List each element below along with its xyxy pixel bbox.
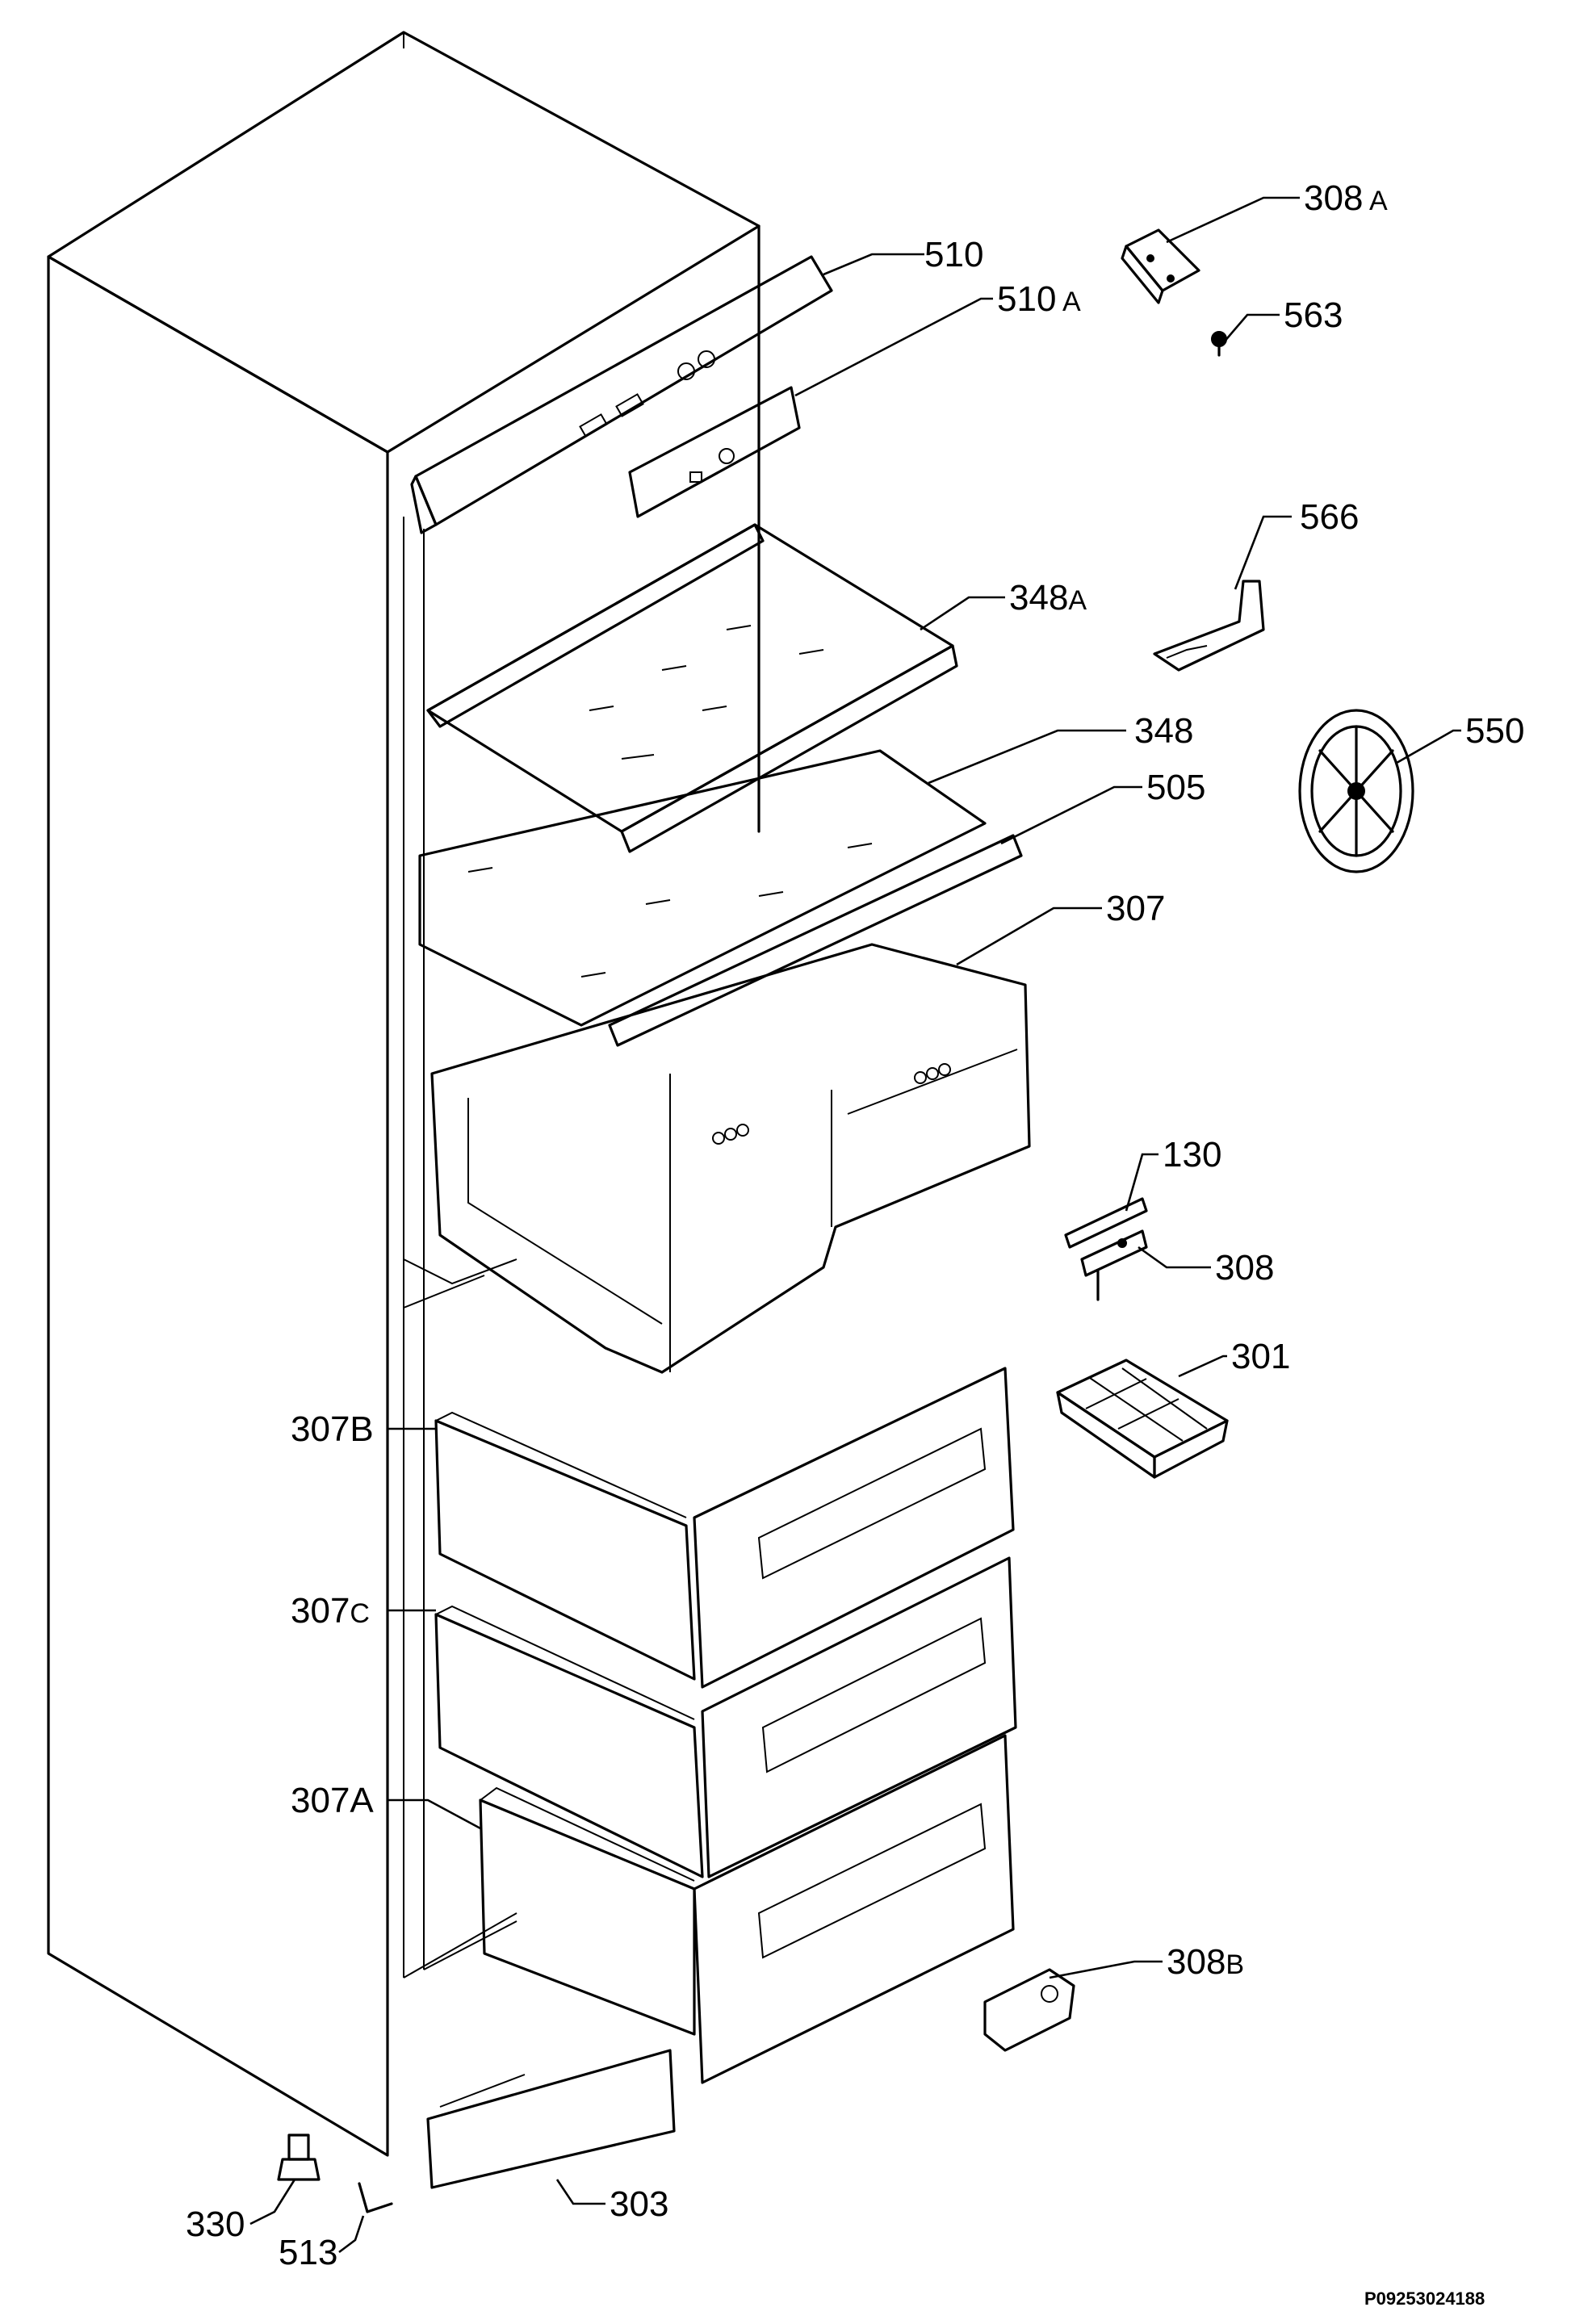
freezer-drawer-bottom <box>479 1734 1015 2084</box>
control-panel-frame <box>410 255 833 534</box>
callout-308A: 308 A <box>1304 178 1388 218</box>
shelf-trim <box>608 834 1023 1047</box>
fan-wheel <box>1298 709 1414 873</box>
ice-cube-tray <box>1056 1359 1229 1479</box>
callout-348A: 348A <box>1009 578 1087 618</box>
document-id: P09253024188 <box>1364 2288 1485 2309</box>
callout-505: 505 <box>1146 768 1205 807</box>
callout-510: 510 <box>924 235 983 274</box>
callout-307: 307 <box>1106 889 1165 928</box>
hinge-bottom <box>983 1968 1075 2052</box>
callout-566: 566 <box>1300 497 1359 537</box>
glass-shelf-upper <box>426 523 958 853</box>
hinge-bracket-top <box>1121 228 1200 304</box>
callout-labels: 510 510 A 308 A 563 566 348A 348 550 505… <box>186 178 1524 2272</box>
callout-307A: 307A <box>291 1781 374 1820</box>
plinth <box>426 2049 676 2189</box>
freezer-drawer-middle <box>434 1556 1017 1878</box>
callout-307C: 307C <box>291 1591 370 1631</box>
callout-308B: 308B <box>1167 1942 1244 1982</box>
hinge-lower <box>1064 1197 1148 1301</box>
adjustable-foot <box>277 2133 321 2181</box>
callout-307B: 307B <box>291 1409 374 1449</box>
clip <box>358 2182 393 2213</box>
crisper-drawers <box>430 943 1031 1374</box>
cabinet <box>47 31 760 2157</box>
callout-510A: 510 A <box>997 279 1081 319</box>
callout-348: 348 <box>1134 711 1193 751</box>
callout-513: 513 <box>279 2233 337 2272</box>
callout-550: 550 <box>1465 711 1524 751</box>
callout-301: 301 <box>1231 1337 1290 1376</box>
leader-lines <box>249 196 1461 2254</box>
freezer-drawer-top <box>434 1367 1015 1689</box>
callout-563: 563 <box>1284 295 1343 335</box>
screw <box>1211 331 1227 357</box>
callout-303: 303 <box>610 2184 668 2224</box>
callout-130: 130 <box>1163 1135 1221 1175</box>
display-panel <box>628 386 801 518</box>
callout-308: 308 <box>1215 1248 1274 1288</box>
glass-shelf-lower <box>418 749 987 1027</box>
hinge-cover <box>1153 580 1265 672</box>
callout-330: 330 <box>186 2205 245 2244</box>
